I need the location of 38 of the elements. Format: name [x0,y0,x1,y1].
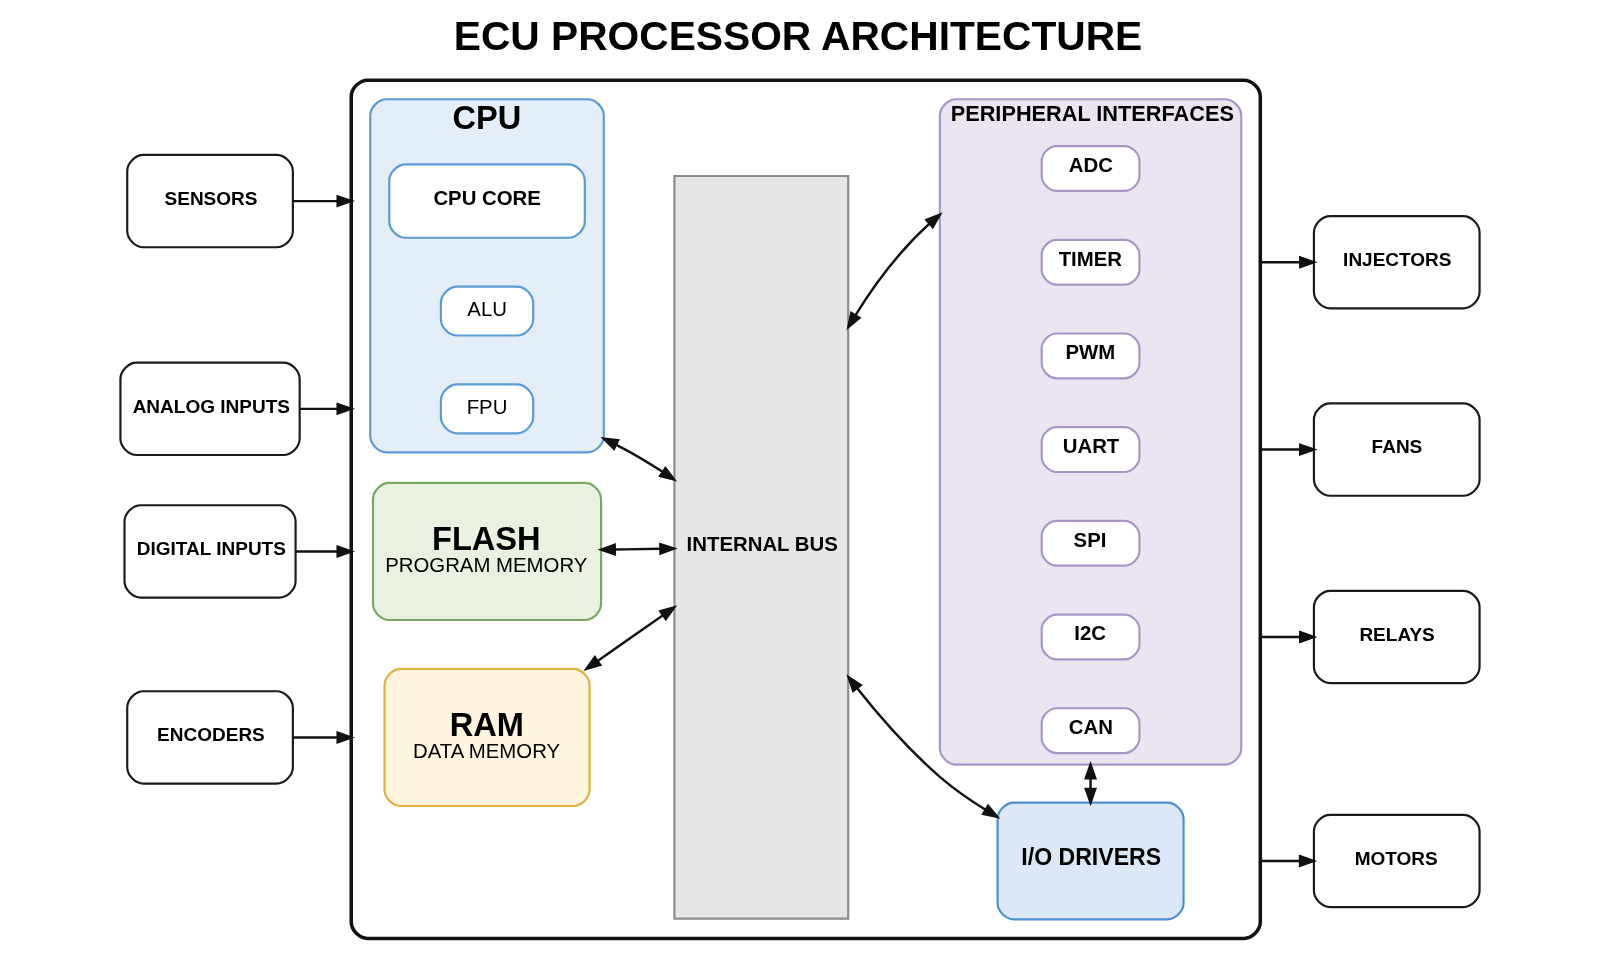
arrow [1260,854,1318,868]
node-box: ENCODERS [126,690,294,785]
node-box: DIGITAL INPUTS [123,504,297,599]
arrow [583,605,678,671]
node-box: I2C [1040,613,1141,661]
node-box: INTERNAL BUS [673,174,850,920]
node-box: CPU CORE [388,163,586,239]
node-box: CAN [1040,707,1141,755]
arrow [1084,760,1098,807]
node-box: TIMER [1040,238,1141,286]
node-box: ANALOG INPUTS [119,361,301,457]
node-box: UART [1040,426,1141,474]
node-box: FPU [439,383,535,435]
arrow [600,437,678,482]
node-box: ADC [1040,145,1141,193]
node-box: MOTORS [1312,813,1481,909]
cluster [349,78,1263,941]
arrow [597,542,678,556]
diagram-title: ECU PROCESSOR ARCHITECTURE [453,13,1143,60]
node-box: FANS [1312,402,1481,497]
node-box: INJECTORS [1312,214,1481,310]
arrow [1260,255,1318,269]
node-box: RELAYS [1312,589,1481,685]
arrow [292,194,355,208]
node-box: RAM DATA MEMORY [383,667,591,808]
arrow [1260,630,1318,644]
node-box: SPI [1040,519,1141,567]
node-box: FLASH PROGRAM MEMORY [371,481,603,622]
node-box: I/O DRIVERS [996,801,1185,921]
node-box: ALU [439,285,535,337]
arrow [846,212,943,331]
arrow [846,674,1001,819]
arrow [299,402,355,416]
node-box: SENSORS [126,153,294,249]
arrow [292,730,355,744]
arrow [295,544,355,558]
node-box: PWM [1040,332,1141,380]
arrow [1260,443,1318,457]
